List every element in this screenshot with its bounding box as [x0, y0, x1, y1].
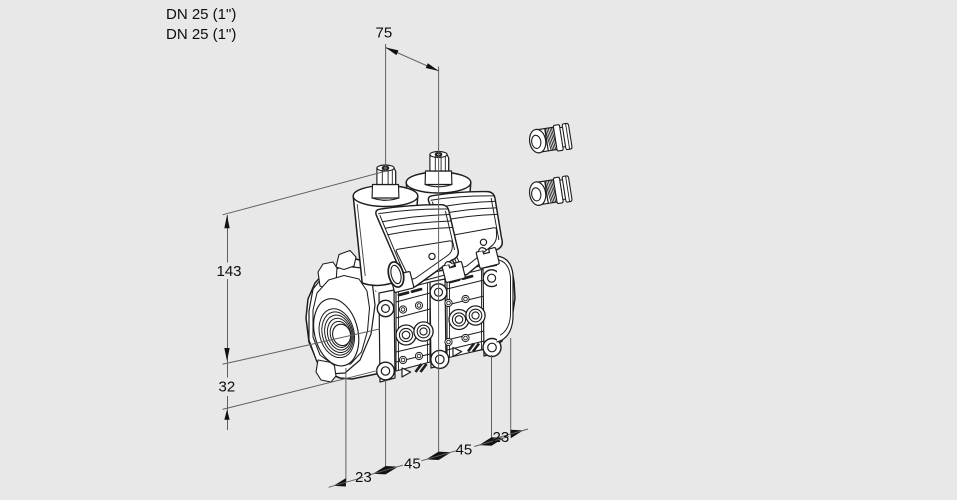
- svg-text:23: 23: [493, 429, 510, 446]
- svg-text:143: 143: [217, 263, 242, 280]
- svg-text:75: 75: [376, 25, 393, 42]
- svg-text:45: 45: [404, 456, 421, 473]
- svg-text:45: 45: [456, 442, 473, 459]
- svg-text:DN 25 (1"): DN 25 (1"): [166, 26, 236, 43]
- svg-text:DN 25 (1"): DN 25 (1"): [166, 6, 236, 23]
- svg-text:32: 32: [219, 379, 236, 396]
- svg-text:23: 23: [355, 469, 372, 486]
